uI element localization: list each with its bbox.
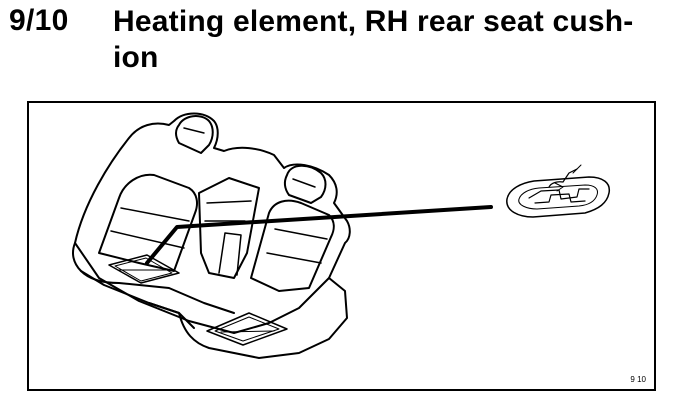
right-cushion-heating-area bbox=[206, 312, 288, 346]
rear-seat-illustration bbox=[72, 112, 611, 359]
left-backrest-panel bbox=[98, 173, 198, 272]
seat-cushion-outline bbox=[72, 242, 348, 359]
section-heading: 9/10 Heating element, RH rear seat cush-… bbox=[0, 0, 688, 90]
center-backrest-panel bbox=[198, 177, 260, 279]
section-number: 9/10 bbox=[9, 4, 69, 37]
left-cushion-heating-area bbox=[108, 254, 180, 284]
heating-element-detail bbox=[506, 164, 611, 218]
figure-code: 9 10 bbox=[630, 375, 646, 384]
right-backrest-panel bbox=[250, 199, 335, 292]
illustration-frame: 9 10 bbox=[27, 101, 656, 391]
right-headrest bbox=[283, 164, 327, 204]
seat-back-outline bbox=[74, 112, 351, 334]
section-title: Heating element, RH rear seat cush-ion bbox=[113, 5, 634, 74]
left-headrest bbox=[175, 115, 214, 154]
leader-line bbox=[145, 205, 493, 265]
